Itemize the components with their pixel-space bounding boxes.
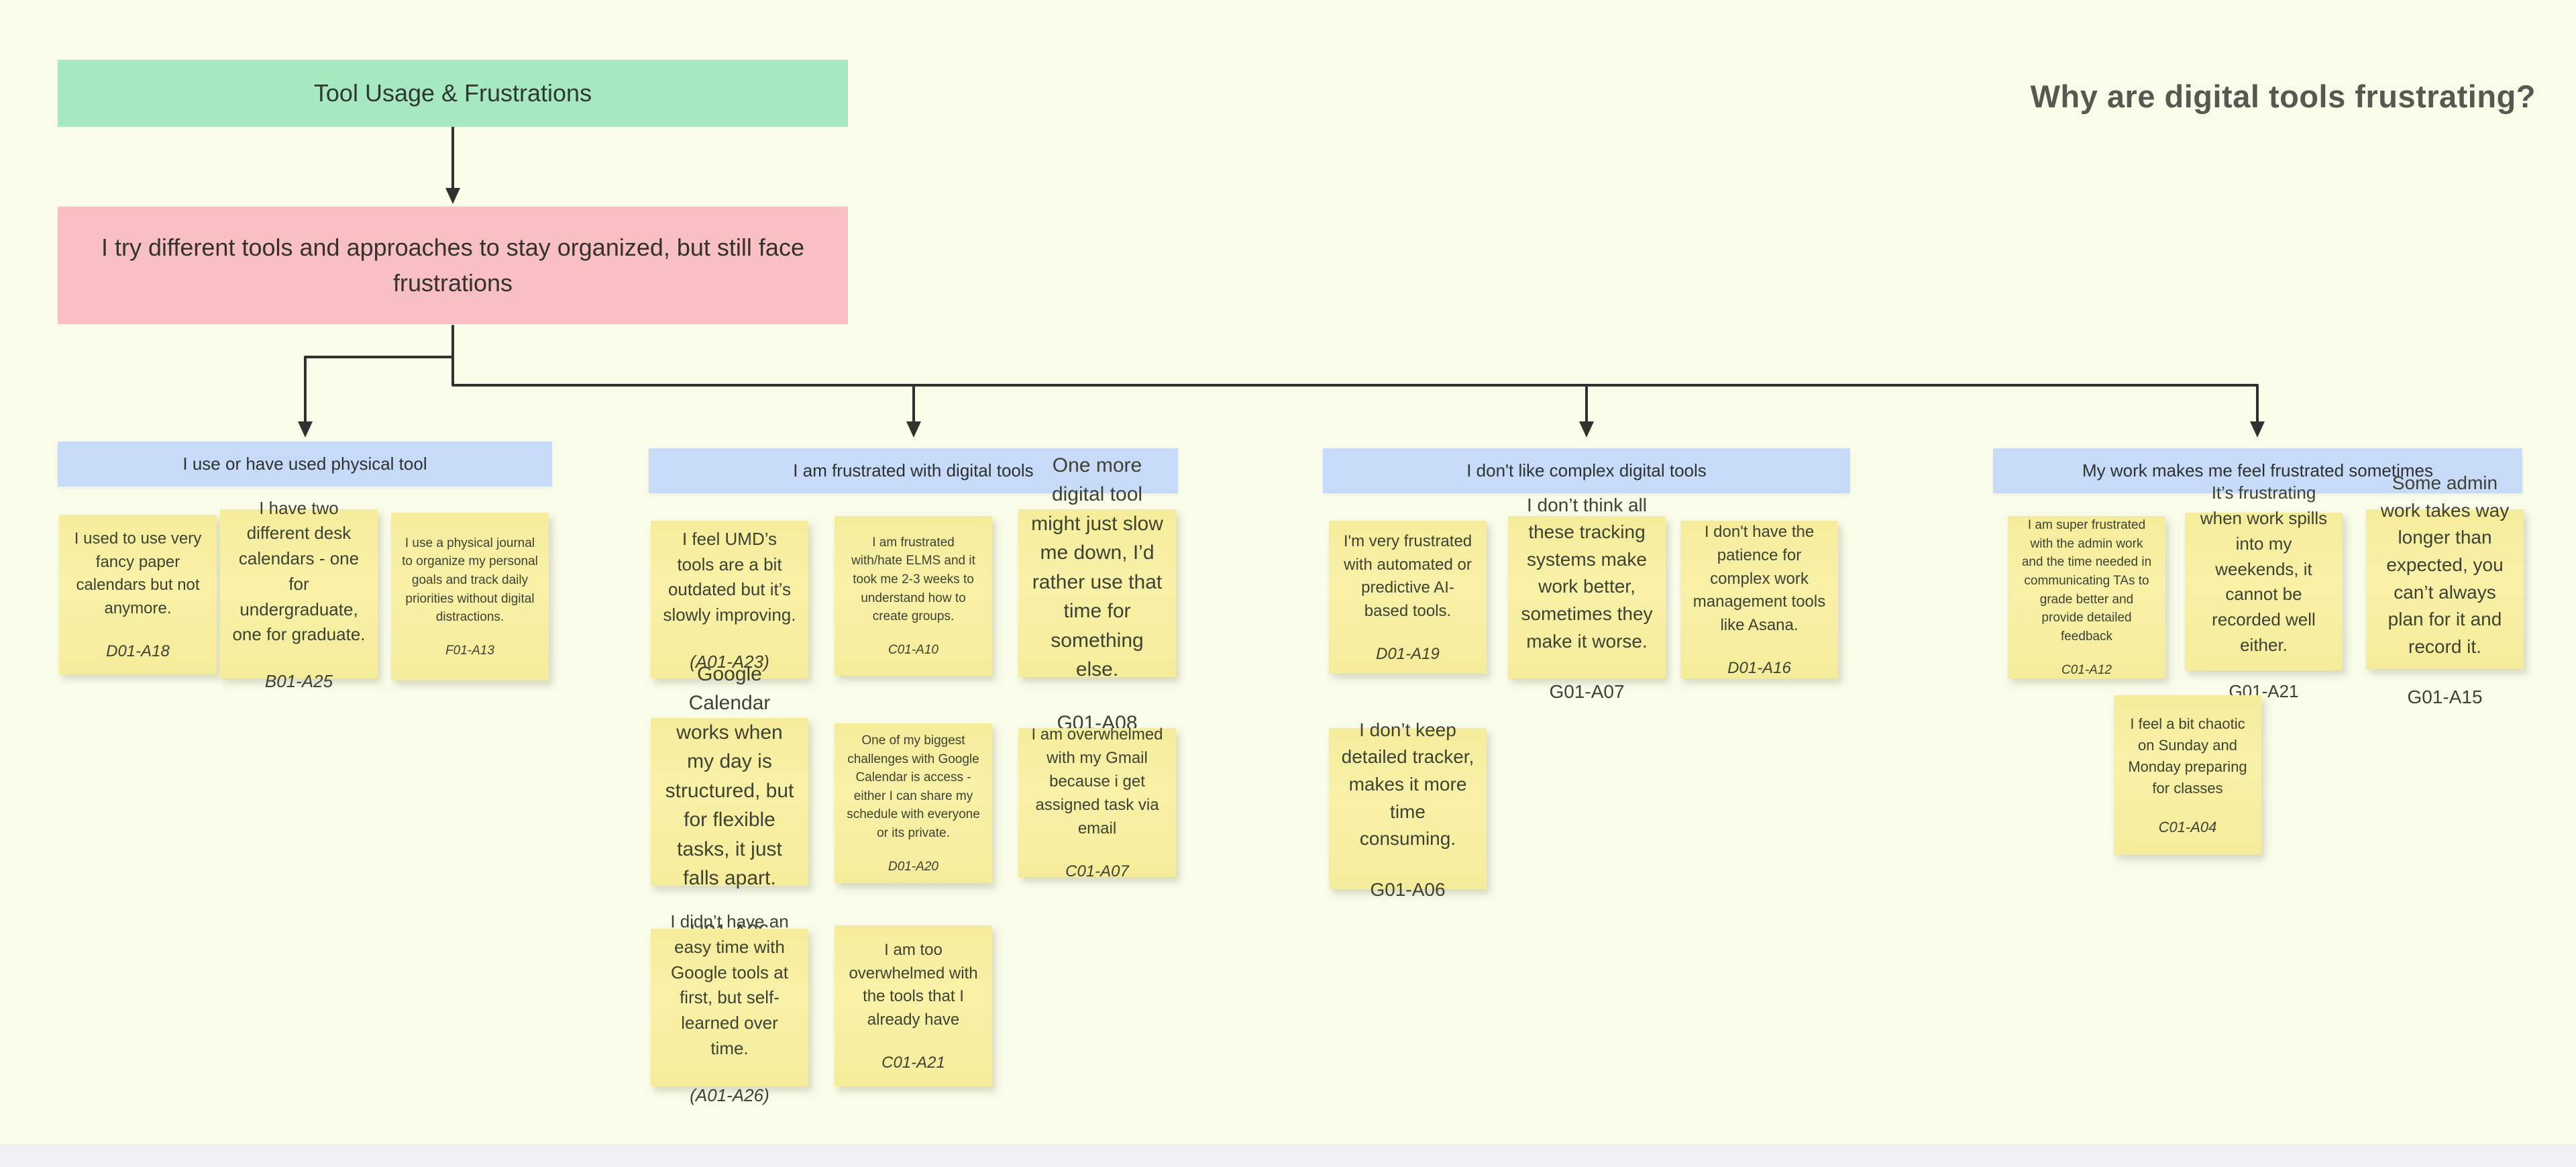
note-text: I'm very frustrated with automated or pr…: [1343, 531, 1472, 621]
note-text: I don't have the patience for complex wo…: [1693, 522, 1826, 635]
category-header-work-frustration[interactable]: My work makes me feel frustrated sometim…: [1993, 448, 2522, 493]
category-label: I don't like complex digital tools: [1466, 460, 1707, 480]
category-header-physical-tool[interactable]: I use or have used physical tool: [58, 442, 552, 487]
board-title[interactable]: Why are digital tools frustrating?: [2030, 79, 2536, 114]
note-text: I am frustrated with/hate ELMS and it to…: [851, 535, 975, 624]
sticky-note[interactable]: Google Calendar works when my day is str…: [651, 663, 808, 943]
sticky-note[interactable]: Some admin work takes way longer than ex…: [2366, 472, 2524, 707]
note-code: C01-A21: [881, 1054, 945, 1072]
sticky-note[interactable]: I don’t keep detailed tracker, makes it …: [1329, 719, 1487, 900]
root-topic-label: Tool Usage & Frustrations: [313, 79, 592, 107]
note-code: D01-A18: [106, 642, 170, 661]
note-code: (A01-A26): [690, 1084, 769, 1105]
note-text: I use a physical journal to organize my …: [402, 536, 538, 625]
sticky-note[interactable]: I feel UMD’s tools are a bit outdated bu…: [651, 521, 808, 678]
note-text: I am overwhelmed with my Gmail because i…: [1031, 725, 1163, 838]
note-code: C01-A10: [888, 643, 938, 658]
sticky-note[interactable]: I feel a bit chaotic on Sunday and Monda…: [2114, 695, 2261, 855]
sticky-note[interactable]: I don’t think all these tracking systems…: [1508, 495, 1666, 702]
note-code: D01-A20: [888, 860, 938, 874]
note-code: G01-A06: [1370, 878, 1446, 900]
note-code: G01-A15: [2407, 687, 2483, 708]
sticky-note[interactable]: I have two different desk calendars - on…: [220, 498, 378, 691]
sticky-note[interactable]: It’s frustrating when work spills into m…: [2185, 483, 2343, 701]
note-text: One more digital tool might just slow me…: [1031, 454, 1163, 681]
note-text: It’s frustrating when work spills into m…: [2200, 483, 2328, 655]
sticky-note[interactable]: I am overwhelmed with my Gmail because i…: [1018, 725, 1176, 880]
note-text: I didn’t have an easy time with Google t…: [670, 911, 789, 1058]
sticky-note[interactable]: I used to use very fancy paper calendars…: [59, 515, 217, 674]
sticky-note[interactable]: I am too overwhelmed with the tools that…: [835, 925, 992, 1086]
sticky-note[interactable]: I am super frustrated with the admin wor…: [2008, 516, 2165, 678]
category-header-complex-tools[interactable]: I don't like complex digital tools: [1323, 448, 1850, 493]
note-text: I am too overwhelmed with the tools that…: [849, 940, 978, 1029]
note-text: Google Calendar works when my day is str…: [665, 662, 794, 890]
note-code: F01-A13: [445, 644, 494, 658]
root-topic-box[interactable]: Tool Usage & Frustrations: [58, 60, 848, 127]
sticky-note[interactable]: One more digital tool might just slow me…: [1018, 454, 1176, 734]
note-text: I don’t think all these tracking systems…: [1521, 494, 1653, 652]
category-label: I use or have used physical tool: [182, 454, 427, 474]
note-code: D01-A19: [1376, 645, 1440, 664]
note-code: (A01-A23): [690, 651, 769, 672]
note-code: G01-A07: [1549, 680, 1625, 702]
note-text: I am super frustrated with the admin wor…: [2021, 518, 2152, 644]
theme-statement-box[interactable]: I try different tools and approaches to …: [58, 207, 848, 324]
note-text: One of my biggest challenges with Google…: [847, 733, 980, 840]
sticky-note[interactable]: I use a physical journal to organize my …: [391, 513, 549, 680]
category-header-frustrated-digital[interactable]: I am frustrated with digital tools: [649, 448, 1178, 493]
note-code: C01-A07: [1065, 862, 1129, 880]
app-bottom-strip: [0, 1144, 2576, 1167]
note-text: I feel UMD’s tools are a bit outdated bu…: [663, 528, 796, 625]
note-text: I don’t keep detailed tracker, makes it …: [1341, 719, 1474, 850]
sticky-note[interactable]: One of my biggest challenges with Google…: [835, 723, 992, 883]
note-text: I have two different desk calendars - on…: [232, 497, 366, 645]
category-label: I am frustrated with digital tools: [793, 460, 1034, 480]
note-code: B01-A25: [264, 671, 333, 692]
sticky-note[interactable]: I don't have the patience for complex wo…: [1680, 521, 1838, 678]
sticky-note[interactable]: I didn’t have an easy time with Google t…: [651, 911, 808, 1105]
note-text: I used to use very fancy paper calendars…: [74, 529, 202, 618]
note-text: Some admin work takes way longer than ex…: [2380, 472, 2510, 657]
note-text: I feel a bit chaotic on Sunday and Monda…: [2128, 715, 2247, 797]
note-code: C01-A04: [2158, 819, 2217, 836]
note-code: D01-A16: [1727, 659, 1791, 678]
note-code: C01-A12: [2061, 662, 2112, 677]
category-label: My work makes me feel frustrated sometim…: [2082, 460, 2434, 480]
sticky-note[interactable]: I am frustrated with/hate ELMS and it to…: [835, 516, 992, 676]
sticky-note[interactable]: I'm very frustrated with automated or pr…: [1329, 521, 1487, 674]
theme-statement-label: I try different tools and approaches to …: [101, 234, 804, 297]
